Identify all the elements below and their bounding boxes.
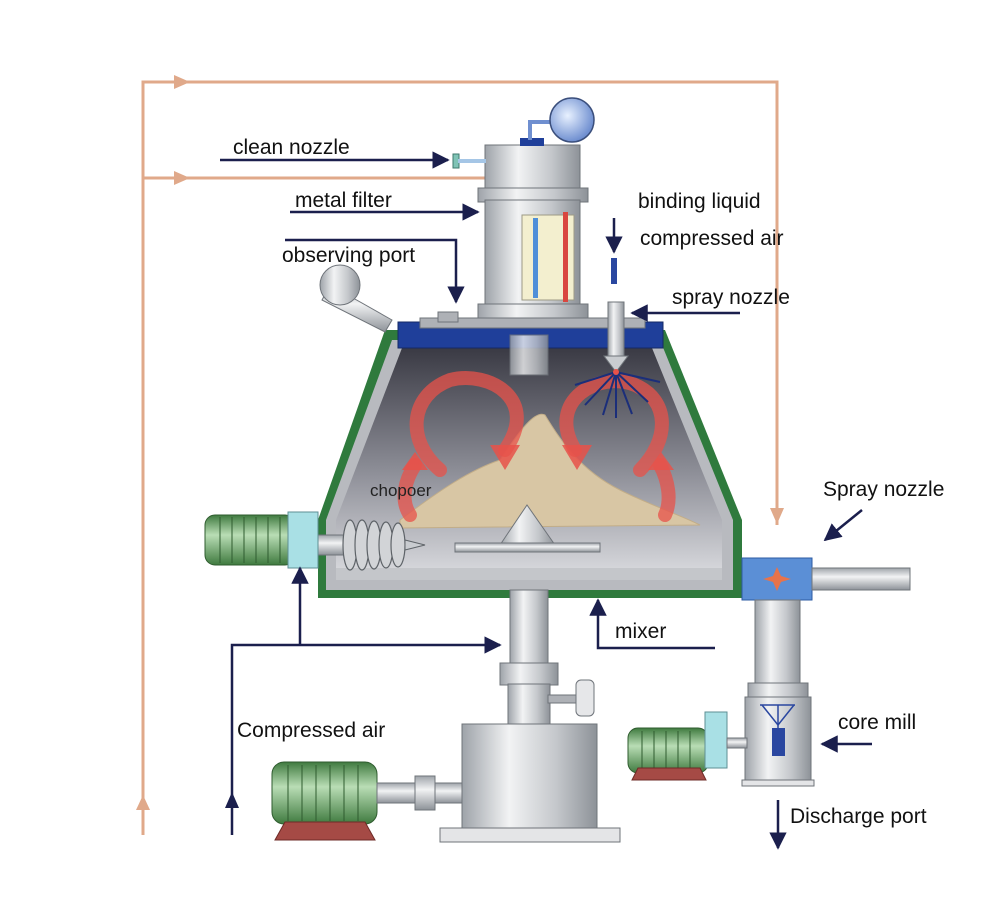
core-mill-motor xyxy=(627,711,748,781)
label-discharge-port: Discharge port xyxy=(790,805,927,828)
label-chopper: chopoer xyxy=(370,481,432,500)
chopper-motor xyxy=(204,511,319,569)
clean-nozzle-stub xyxy=(452,153,486,169)
mixer-shaft xyxy=(499,589,595,725)
label-observing-port: observing port xyxy=(282,244,415,267)
spray-burst-icon xyxy=(574,369,661,418)
label-compressed-air-top: compressed air xyxy=(640,227,784,250)
discharge-column xyxy=(741,557,911,787)
process-pipe-loop xyxy=(141,80,779,835)
label-spray-nozzle-side: Spray nozzle xyxy=(823,478,944,501)
gearbox xyxy=(439,723,621,843)
label-core-mill: core mill xyxy=(838,711,916,734)
diagram-labels: clean nozzle metal filter observing port… xyxy=(233,136,944,828)
pipe-flow-arrows xyxy=(136,75,784,810)
filter-column xyxy=(477,138,589,376)
observing-port-lever xyxy=(319,264,459,333)
label-mixer: mixer xyxy=(615,620,666,643)
circulation-arrowheads xyxy=(402,445,674,470)
label-compressed-air-bottom: Compressed air xyxy=(237,719,385,742)
powder-pile xyxy=(399,413,701,529)
mixer-impeller xyxy=(454,504,601,553)
label-metal-filter: metal filter xyxy=(295,189,392,212)
gauge-icon xyxy=(528,97,595,143)
label-spray-nozzle-top: spray nozzle xyxy=(672,286,790,309)
compressed-air-inlet-arrow xyxy=(225,792,239,808)
callout-arrows xyxy=(220,151,872,850)
label-binding-liquid: binding liquid xyxy=(638,190,761,213)
spray-nozzle-top xyxy=(603,258,629,373)
label-clean-nozzle: clean nozzle xyxy=(233,136,350,159)
main-motor xyxy=(271,761,463,841)
